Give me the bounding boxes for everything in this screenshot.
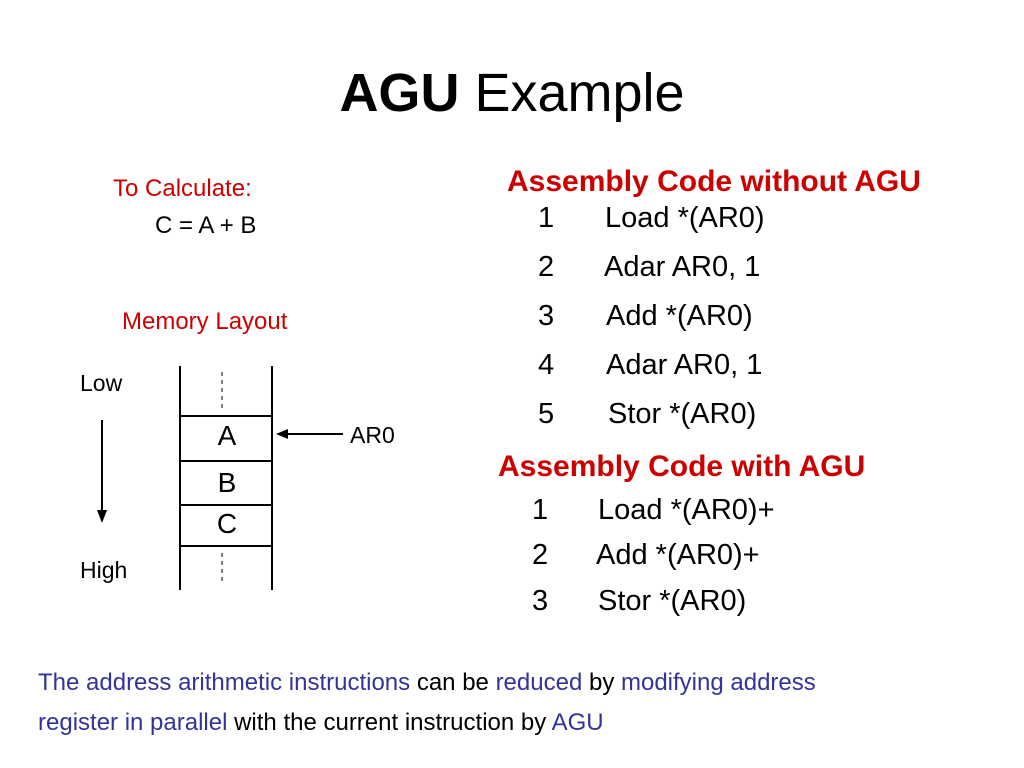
code-line: 3 Stor *(AR0) — [532, 585, 746, 618]
memory-cell-c: C — [216, 508, 238, 539]
line-number: 1 — [532, 494, 549, 526]
ar0-label: AR0 — [350, 422, 395, 448]
line-number: 4 — [538, 349, 555, 381]
with-agu-heading: Assembly Code with AGU — [498, 450, 866, 483]
code-line: 3 Add *(AR0) — [538, 300, 753, 333]
calc-label: To Calculate: — [113, 175, 252, 202]
code-line: 1 Load *(AR0) — [538, 202, 765, 235]
line-number: 2 — [532, 539, 549, 571]
code-line: 4 Adar AR0, 1 — [538, 349, 762, 382]
line-number: 5 — [538, 398, 555, 430]
code-line: 5 Stor *(AR0) — [538, 398, 756, 431]
summary-line-2: register in parallel with the current in… — [38, 709, 604, 737]
line-code: Add *(AR0) — [606, 300, 753, 332]
summary-segment: by — [582, 669, 621, 696]
calc-expression: C = A + B — [155, 212, 257, 239]
title-rest: Example — [474, 63, 685, 123]
line-code: Adar AR0, 1 — [604, 251, 761, 283]
ar0-pointer-arrow — [276, 429, 343, 439]
line-number: 2 — [538, 251, 555, 283]
line-number: 3 — [532, 585, 549, 617]
summary-segment: with the current instruction by — [227, 709, 552, 736]
line-code: Stor *(AR0) — [598, 585, 747, 617]
line-number: 3 — [538, 300, 555, 332]
line-code: Load *(AR0)+ — [598, 494, 775, 526]
memory-cell-a: A — [217, 420, 237, 451]
code-line: 2 Adar AR0, 1 — [538, 251, 760, 284]
line-code: Add *(AR0)+ — [596, 539, 760, 571]
summary-segment: register in parallel — [38, 709, 228, 736]
summary-segment: can be — [410, 669, 496, 696]
without-agu-heading: Assembly Code without AGU — [507, 165, 921, 198]
low-label: Low — [80, 370, 123, 396]
page-title: AGU Example — [0, 62, 1024, 124]
summary-line-1: The address arithmetic instructions can … — [38, 669, 816, 697]
high-label: High — [80, 557, 128, 583]
direction-arrow — [97, 420, 107, 523]
line-number: 1 — [538, 202, 555, 234]
line-code: Stor *(AR0) — [608, 398, 757, 430]
code-line: 2 Add *(AR0)+ — [532, 539, 760, 572]
summary-segment: modifying address — [620, 669, 816, 696]
memory-cell-b: B — [217, 467, 237, 498]
summary-segment: AGU — [551, 709, 604, 736]
title-bold: AGU — [339, 63, 460, 123]
summary-segment: reduced — [495, 669, 583, 696]
memory-layout-label: Memory Layout — [122, 308, 288, 335]
line-code: Adar AR0, 1 — [606, 349, 763, 381]
summary-segment: The address arithmetic instructions — [38, 669, 411, 696]
code-line: 1 Load *(AR0)+ — [532, 494, 775, 527]
line-code: Load *(AR0) — [605, 202, 765, 234]
